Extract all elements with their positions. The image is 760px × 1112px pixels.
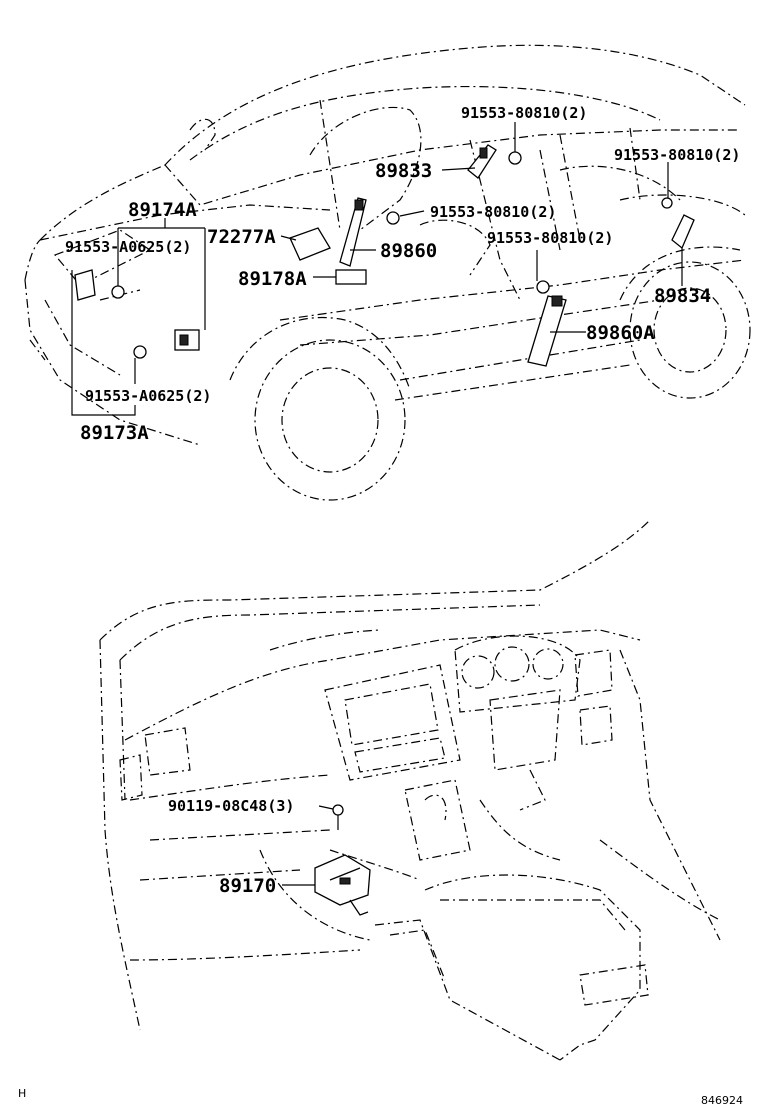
part-72277a (289, 227, 331, 261)
part-89860 (339, 197, 367, 267)
label-91553-80810-mid: 91553-80810(2) (430, 203, 556, 221)
bolt-c (386, 211, 400, 225)
vehicle-outline (24, 44, 751, 501)
part-89834 (671, 214, 695, 250)
interior-outline (99, 519, 721, 1061)
lower-parts (314, 804, 371, 916)
label-91553-a0625-bottom: 91553-A0625(2) (85, 387, 211, 405)
bolt-f (133, 345, 147, 359)
label-72277a: 72277A (207, 226, 276, 248)
label-89860: 89860 (380, 240, 437, 262)
part-89833 (467, 144, 497, 179)
upper-leaders (71, 122, 683, 416)
bolt-b (661, 197, 673, 209)
illustration-number: 846924 (701, 1094, 743, 1107)
part-89170 (314, 854, 371, 916)
label-91553-a0625-top: 91553-A0625(2) (65, 238, 191, 256)
label-91553-80810-right: 91553-80810(2) (614, 146, 740, 164)
label-89170: 89170 (219, 875, 276, 897)
label-91553-80810-lower: 91553-80810(2) (487, 229, 613, 247)
bolt-e (111, 285, 125, 299)
label-89173a: 89173A (80, 422, 149, 444)
upper-parts (74, 144, 695, 367)
label-89834: 89834 (654, 285, 711, 307)
part-89174a (174, 329, 200, 351)
label-89833: 89833 (375, 160, 432, 182)
bolt-d (536, 280, 550, 294)
label-90119-08c48: 90119-08C48(3) (168, 797, 294, 815)
footer-code: H (18, 1087, 26, 1100)
part-89173a (74, 269, 96, 301)
lower-labels: 90119-08C48(3) 89170 (168, 797, 294, 897)
label-89178a: 89178A (238, 268, 307, 290)
bolt-g (332, 804, 344, 816)
label-91553-80810-top: 91553-80810(2) (461, 104, 587, 122)
upper-labels: 91553-80810(2) 89833 91553-80810(2) 8917… (65, 104, 740, 444)
label-89860a: 89860A (586, 322, 655, 344)
part-89860a (527, 295, 567, 367)
part-89178a (335, 269, 367, 285)
bolt-a (508, 151, 522, 165)
label-89174a: 89174A (128, 199, 197, 221)
lower-leaders (282, 805, 334, 886)
